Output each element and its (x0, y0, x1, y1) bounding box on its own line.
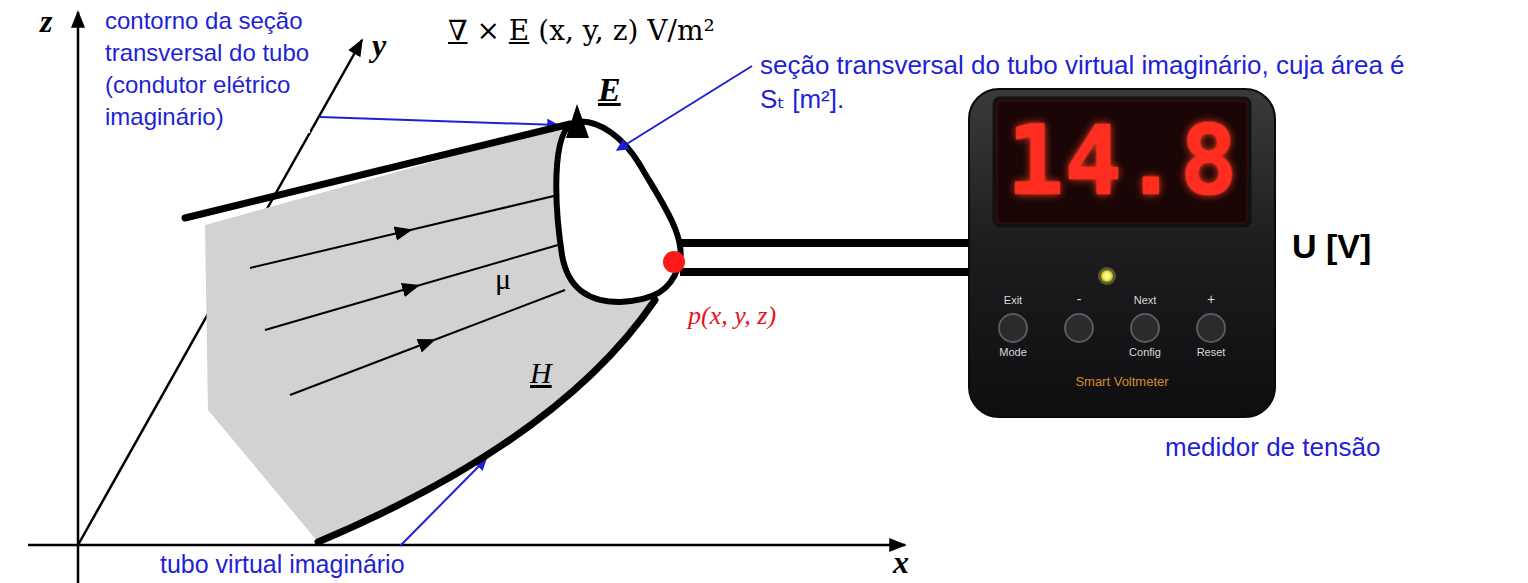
permeability-symbol: μ (495, 261, 511, 297)
display-window (994, 98, 1250, 226)
formula-glyph (604, 14, 613, 47)
tube-illustration (180, 95, 680, 560)
field-line (265, 245, 558, 330)
formula-glyph: ∇ (448, 14, 468, 47)
tube-outline (318, 300, 655, 542)
formula-glyph: , (565, 14, 574, 47)
formula-glyph (468, 14, 477, 47)
formula-glyph: E (509, 14, 529, 47)
button-label: Exit (983, 294, 1043, 307)
voltage-label: U [V] (1292, 226, 1371, 267)
voltmeter: 14.8ExitMode -NextConfig + ResetSmart Voltm… (968, 88, 1276, 418)
button-label: - (1049, 291, 1109, 308)
field-line (250, 195, 558, 268)
point-label: p(x, y, z) (688, 300, 776, 331)
axis-label: x (893, 543, 909, 581)
button-label: Mode (983, 346, 1043, 359)
formula-glyph: ) (627, 14, 638, 47)
x-axis (28, 544, 905, 547)
formula-glyph: , (595, 14, 604, 47)
field-arrowhead (566, 104, 589, 138)
formula-glyph: V (647, 14, 667, 47)
wire (680, 239, 968, 247)
button-label: Next (1115, 294, 1175, 307)
wire (680, 268, 968, 276)
field-vector-symbol: E (598, 70, 621, 111)
tube-outline (185, 124, 570, 218)
formula-glyph: m (677, 14, 704, 47)
button-label: Reset (1181, 346, 1241, 359)
leader-line (617, 66, 752, 150)
field-line (290, 290, 565, 395)
push-button (999, 314, 1027, 342)
display-screen (998, 102, 1246, 222)
annotation: tubo virtual imaginário (160, 551, 405, 578)
z-axis (77, 12, 80, 583)
formula-glyph: y (583, 14, 595, 47)
formula-glyph: ( (538, 14, 549, 47)
annotation: contorno da seção transversal do tubo (c… (105, 5, 310, 133)
housing (969, 89, 1275, 417)
push-button (1065, 314, 1093, 342)
button-label: + (1181, 291, 1241, 308)
push-button (1197, 314, 1225, 342)
formula-glyph: z (613, 14, 628, 47)
led-glow (1098, 267, 1116, 285)
axis-label: z (40, 2, 52, 40)
push-button (1131, 314, 1159, 342)
display-reading: 14.8 (998, 102, 1246, 222)
formula-glyph (500, 14, 509, 47)
formula-glyph: / (668, 14, 677, 47)
button-label: Config (1115, 346, 1175, 359)
formula-glyph (529, 14, 538, 47)
led (1101, 270, 1113, 282)
brand-label: Smart Voltmeter (1042, 374, 1202, 390)
annotation: medidor de tensão (1165, 432, 1380, 463)
annotation: seção transversal do tubo virtual imagin… (760, 48, 1420, 116)
point-marker (663, 251, 685, 273)
formula-glyph (574, 14, 583, 47)
formula-glyph: x (549, 14, 565, 47)
formula-glyph (638, 14, 647, 47)
field-vector-symbol: H (530, 355, 552, 391)
leader-line (320, 117, 558, 125)
magnetic-flux-tube: μH (180, 95, 680, 560)
formula-glyph: ² (704, 14, 715, 47)
axis-label: y (372, 26, 386, 64)
curl-formula: ∇ × E (x, y, z) V/m² (448, 14, 715, 48)
formula-glyph: × (476, 14, 499, 47)
